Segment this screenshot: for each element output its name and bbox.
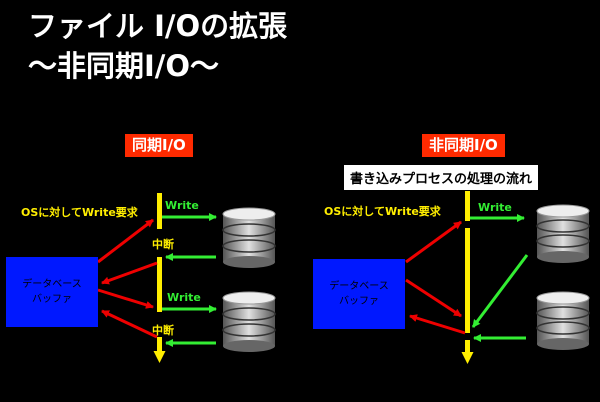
sync-request-label: OSに対してWrite要求 — [21, 206, 138, 219]
buffer-label-line1: データベース — [329, 281, 389, 292]
sync-write-label-2: Write — [167, 291, 201, 304]
buffer-label-line2: バッファ — [339, 296, 379, 307]
sync-pause-label-1: 中断 — [152, 238, 174, 251]
async-heading: 非同期I/O — [422, 134, 505, 157]
database-icon — [222, 207, 276, 268]
async-request-label: OSに対してWrite要求 — [324, 205, 441, 218]
sync-red-arrow-4 — [101, 309, 158, 339]
async-red-arrow-2 — [405, 278, 462, 318]
sync-red-arrow-3 — [97, 288, 154, 309]
sync-heading: 同期I/O — [125, 134, 193, 157]
async-process-note: 書き込みプロセスの処理の流れ — [344, 165, 539, 190]
database-icon — [222, 291, 276, 352]
database-icon — [536, 204, 590, 263]
async-write-diag-1 — [471, 254, 529, 328]
database-icon — [536, 291, 590, 350]
async-red-arrow-3 — [409, 314, 466, 335]
async-red-arrow-1 — [405, 220, 462, 264]
sync-database-buffer: データベース バッファ — [6, 257, 98, 327]
slide-title-line1: ファイル I/Oの拡張 — [28, 9, 288, 43]
async-database-buffer: データベース バッファ — [313, 259, 405, 329]
sync-red-arrow-2 — [101, 261, 158, 285]
async-write-label: Write — [478, 201, 512, 214]
sync-red-arrow-1 — [97, 218, 154, 264]
sync-flow-line — [153, 193, 166, 363]
sync-pause-label-2: 中断 — [152, 324, 174, 337]
buffer-label-line2: バッファ — [32, 294, 72, 305]
slide-title-line2: ～非同期I/O～ — [28, 49, 220, 83]
buffer-label-line1: データベース — [22, 279, 82, 290]
sync-write-label-1: Write — [165, 199, 199, 212]
async-flow-line — [461, 191, 474, 364]
